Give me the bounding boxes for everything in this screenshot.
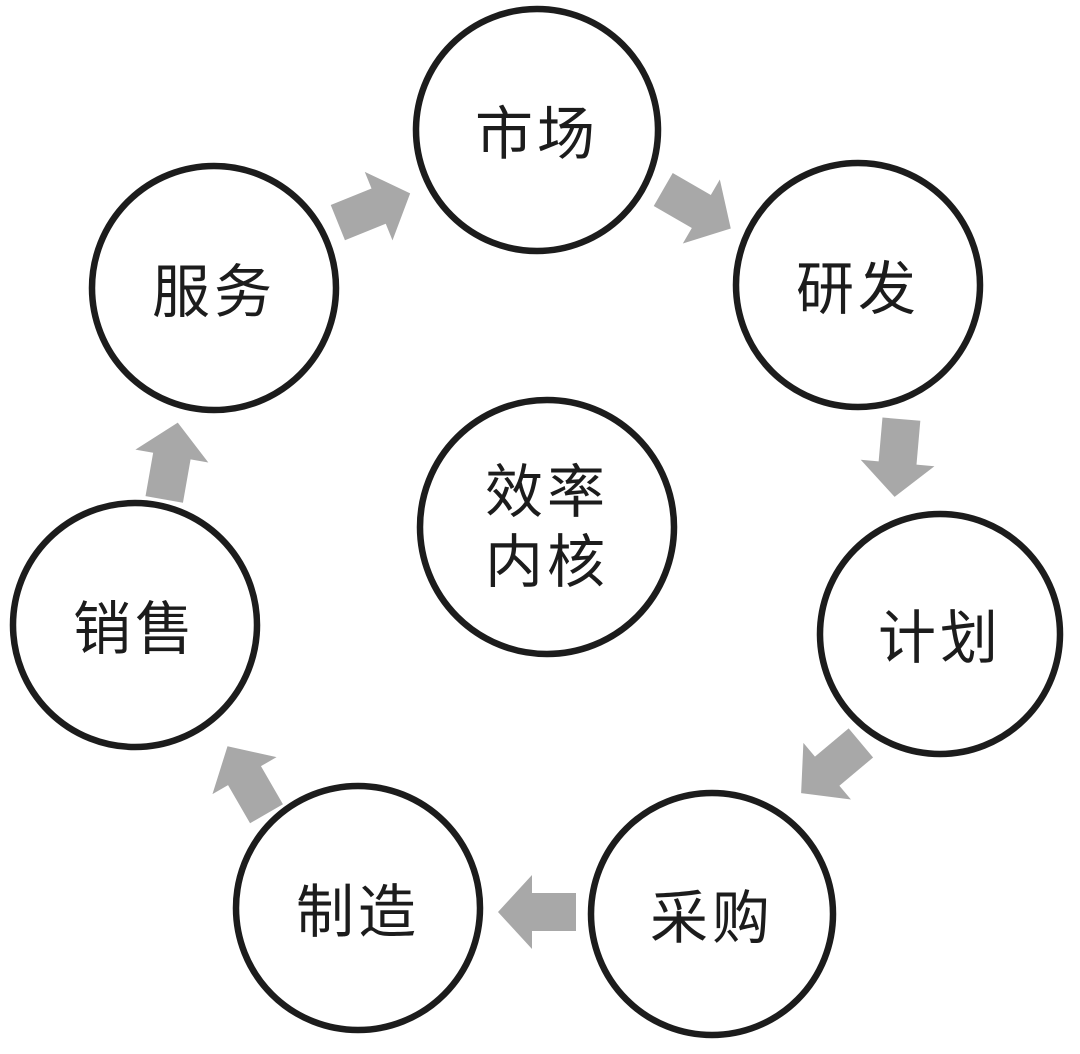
node-label-service: 服务 [152,260,276,325]
node-circle-sales [9,499,261,751]
node-market: 市场 [412,5,662,255]
node-label-planning: 计划 [878,606,1002,671]
node-sales: 销售 [9,499,261,751]
node-manufacturing: 制造 [232,782,484,1034]
node-service: 服务 [88,162,340,414]
flow-arrow-manufacturing-to-sales [212,746,283,824]
node-circle-manufacturing [232,782,484,1034]
node-rnd: 研发 [732,159,984,411]
node-circle-service [88,162,340,414]
node-circle-rnd [732,159,984,411]
node-label-core-line1: 效率 [485,460,609,525]
node-label-manufacturing: 制造 [296,880,420,945]
node-circle-procurement [587,789,837,1039]
node-circle-planning [816,510,1064,758]
flow-arrow-procurement-to-manufacturing [498,875,576,949]
node-circle-core [416,396,678,658]
node-label-sales: 销售 [73,597,197,662]
node-label-rnd: 研发 [796,257,920,322]
flow-arrow-service-to-market [330,171,411,241]
node-planning: 计划 [816,510,1064,758]
flow-arrow-rnd-to-planning [860,417,935,497]
node-label-market: 市场 [475,102,599,167]
node-circle-market [412,5,662,255]
flow-arrow-market-to-rnd [653,173,731,244]
flow-arrow-sales-to-service [135,422,209,503]
node-label-procurement: 采购 [650,886,774,951]
flow-arrow-planning-to-procurement [801,728,874,800]
node-procurement: 采购 [587,789,837,1039]
node-label-core-line2: 内核 [485,530,609,595]
